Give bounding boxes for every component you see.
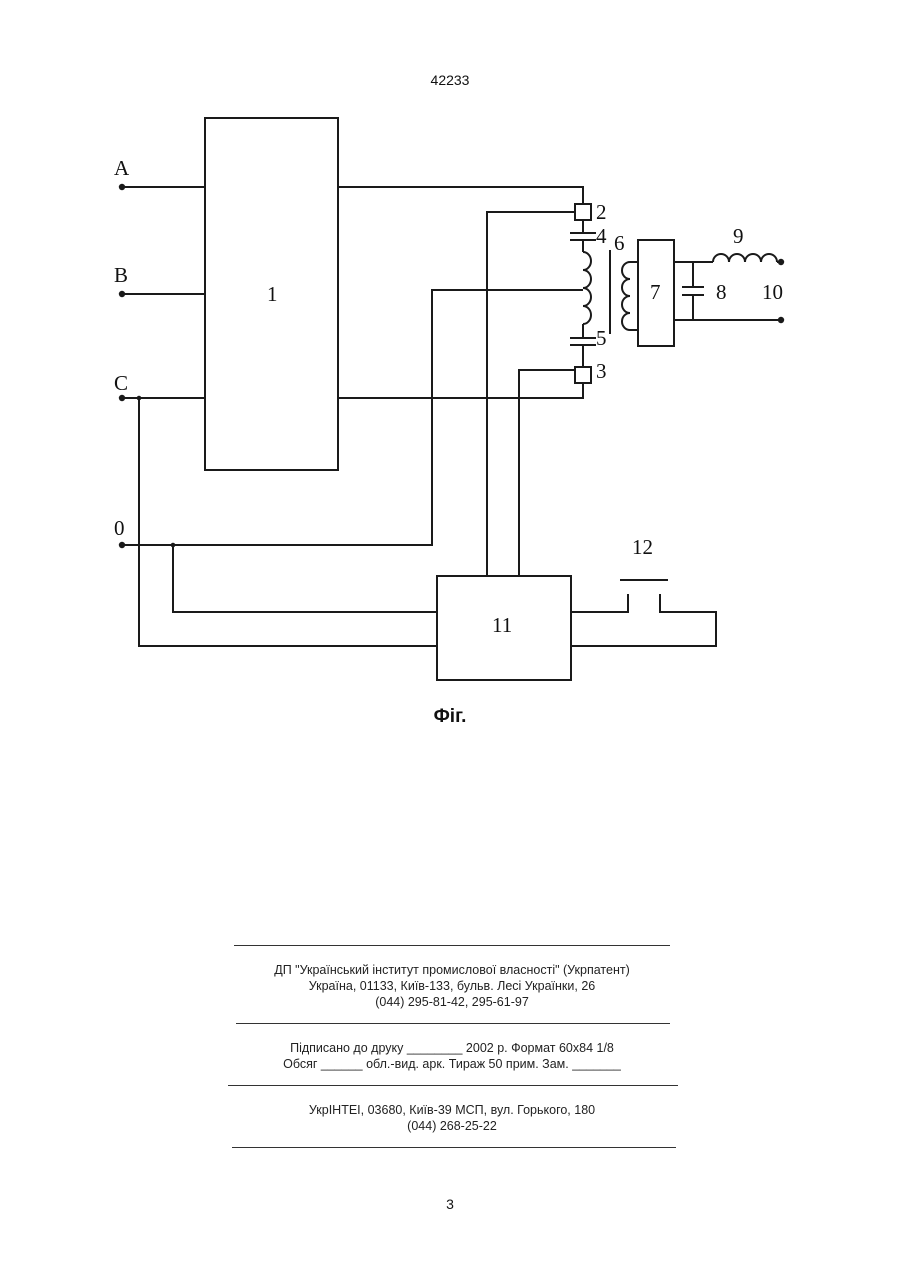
terminal-10-bottom bbox=[778, 317, 784, 323]
imprint-rule-3 bbox=[228, 1085, 678, 1086]
junction-c bbox=[137, 396, 142, 401]
wire-2-11 bbox=[487, 212, 575, 576]
label-a: A bbox=[114, 156, 130, 180]
label-ref-5: 5 bbox=[596, 326, 607, 350]
terminal-c bbox=[119, 395, 125, 401]
wire-0-11 bbox=[173, 545, 437, 612]
publisher-line-2: Україна, 01133, Київ-133, бульв. Лесі Ук… bbox=[232, 978, 672, 994]
junction-0 bbox=[171, 543, 176, 548]
imprint-rule-2 bbox=[236, 1023, 670, 1024]
label-0: 0 bbox=[114, 516, 125, 540]
print-details-block: Підписано до друку ________ 2002 р. Форм… bbox=[232, 1040, 672, 1072]
volume-line: Обсяг ______ обл.-вид. арк. Тираж 50 при… bbox=[232, 1056, 672, 1072]
secondary-coil bbox=[622, 262, 630, 330]
terminal-a bbox=[119, 184, 125, 190]
printer-line-2: (044) 268-25-22 bbox=[232, 1118, 672, 1134]
signed-line: Підписано до друку ________ 2002 р. Форм… bbox=[232, 1040, 672, 1056]
wire-11-switch-left bbox=[571, 594, 628, 612]
page-number: 3 bbox=[0, 1196, 900, 1212]
wire-11-switch-right bbox=[571, 594, 716, 646]
label-ref-6: 6 bbox=[614, 231, 625, 255]
terminal-10-top bbox=[778, 259, 784, 265]
inductor-9 bbox=[713, 254, 777, 262]
element-2 bbox=[575, 204, 591, 220]
wire-3-11 bbox=[519, 370, 575, 576]
wire-coil-tap bbox=[122, 290, 583, 545]
label-ref-4: 4 bbox=[596, 224, 607, 248]
terminal-b bbox=[119, 291, 125, 297]
label-block-1: 1 bbox=[267, 282, 278, 306]
publisher-line-3: (044) 295-81-42, 295-61-97 bbox=[232, 994, 672, 1010]
publisher-line-1: ДП "Український інститут промислової вла… bbox=[232, 962, 672, 978]
label-b: B bbox=[114, 263, 128, 287]
label-ref-3: 3 bbox=[596, 359, 607, 383]
circuit-diagram: A B C 0 1 2 4 6 7 8 9 10 5 3 12 11 bbox=[0, 0, 900, 700]
printer-block: УкрІНТЕІ, 03680, Київ-39 МСП, вул. Горьк… bbox=[232, 1102, 672, 1134]
label-ref-9: 9 bbox=[733, 224, 744, 248]
primary-coil bbox=[583, 252, 591, 324]
wire-out-bottom bbox=[338, 384, 583, 398]
figure-caption: Фіг. bbox=[0, 706, 900, 728]
label-ref-8: 8 bbox=[716, 280, 727, 304]
label-ref-12: 12 bbox=[632, 535, 653, 559]
wire-c-11 bbox=[139, 398, 437, 646]
terminal-0 bbox=[119, 542, 125, 548]
imprint-rule-4 bbox=[232, 1147, 676, 1148]
label-c: C bbox=[114, 371, 128, 395]
label-ref-2: 2 bbox=[596, 200, 607, 224]
label-block-7: 7 bbox=[650, 280, 661, 304]
label-ref-10: 10 bbox=[762, 280, 783, 304]
wire-out-top bbox=[338, 187, 583, 204]
imprint-rule-1 bbox=[234, 945, 670, 946]
printer-line-1: УкрІНТЕІ, 03680, Київ-39 МСП, вул. Горьк… bbox=[232, 1102, 672, 1118]
label-block-11: 11 bbox=[492, 613, 512, 637]
element-3 bbox=[575, 367, 591, 383]
publisher-block: ДП "Український інститут промислової вла… bbox=[232, 962, 672, 1010]
